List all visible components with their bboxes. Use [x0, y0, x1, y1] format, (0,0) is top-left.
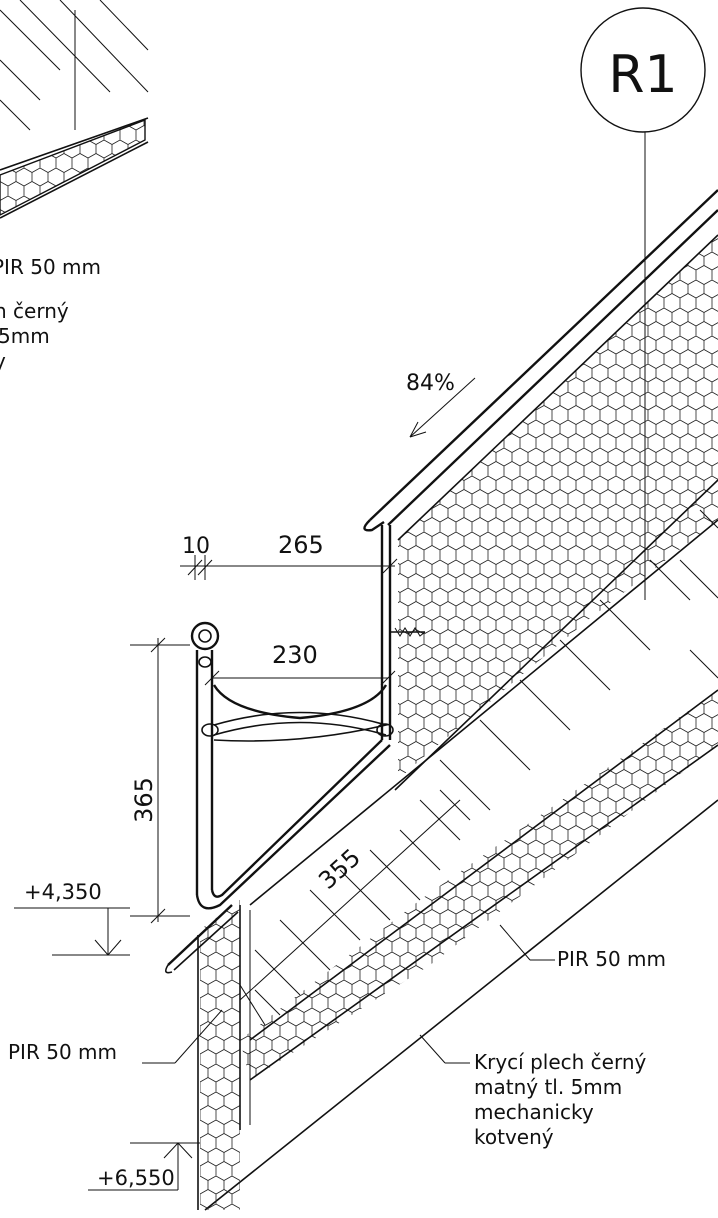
cover-sheet-line4: kotvený: [474, 1125, 554, 1149]
dim-265: 265: [278, 531, 324, 559]
top-left-insulation: [0, 118, 146, 216]
slope-label: 84%: [406, 371, 455, 396]
cover-sheet-line2: matný tl. 5mm: [474, 1075, 622, 1099]
detail-marker-label: R1: [608, 45, 677, 105]
rafter-hatch: [254, 509, 718, 1016]
dim-230: 230: [272, 641, 318, 669]
wall-insulation: [200, 900, 240, 1210]
top-left-pir-label: PIR 50 mm: [0, 255, 101, 279]
dim-355: 355: [313, 843, 366, 894]
cover-sheet-line1: Krycí plech černý: [474, 1050, 647, 1074]
top-left-detail: [0, 0, 149, 219]
top-left-sheet-line3: y: [0, 349, 6, 373]
detail-marker-circle: [580, 7, 706, 133]
level-lower-label: +6,550: [97, 1166, 175, 1190]
label-leaders: [142, 924, 555, 1064]
fixing-screw: [389, 625, 426, 640]
dim-10: 10: [182, 534, 210, 559]
cover-sheet-line3: mechanicky: [474, 1100, 594, 1124]
pir-right-label: PIR 50 mm: [557, 947, 666, 971]
top-left-sheet-line1: n černý: [0, 299, 69, 323]
roof-layer-lines: [204, 479, 718, 1211]
level-marker-lower: [88, 1142, 200, 1191]
roof-insulation-upper: [398, 235, 718, 780]
detail-marker: R1: [580, 7, 706, 600]
gutter: [164, 525, 426, 974]
level-upper-label: +4,350: [24, 880, 102, 904]
dimension-lines: [130, 377, 476, 1026]
roof-sheet: [363, 189, 718, 532]
pir-left-label: PIR 50 mm: [8, 1040, 117, 1064]
dim-365: 365: [130, 777, 158, 823]
wall-lines: [197, 905, 251, 1210]
top-left-sheet-line2: 5mm: [0, 324, 50, 348]
roof-insulation-lower: [240, 690, 718, 1080]
level-marker-upper: [14, 907, 130, 956]
top-left-hatch: [0, 0, 149, 131]
